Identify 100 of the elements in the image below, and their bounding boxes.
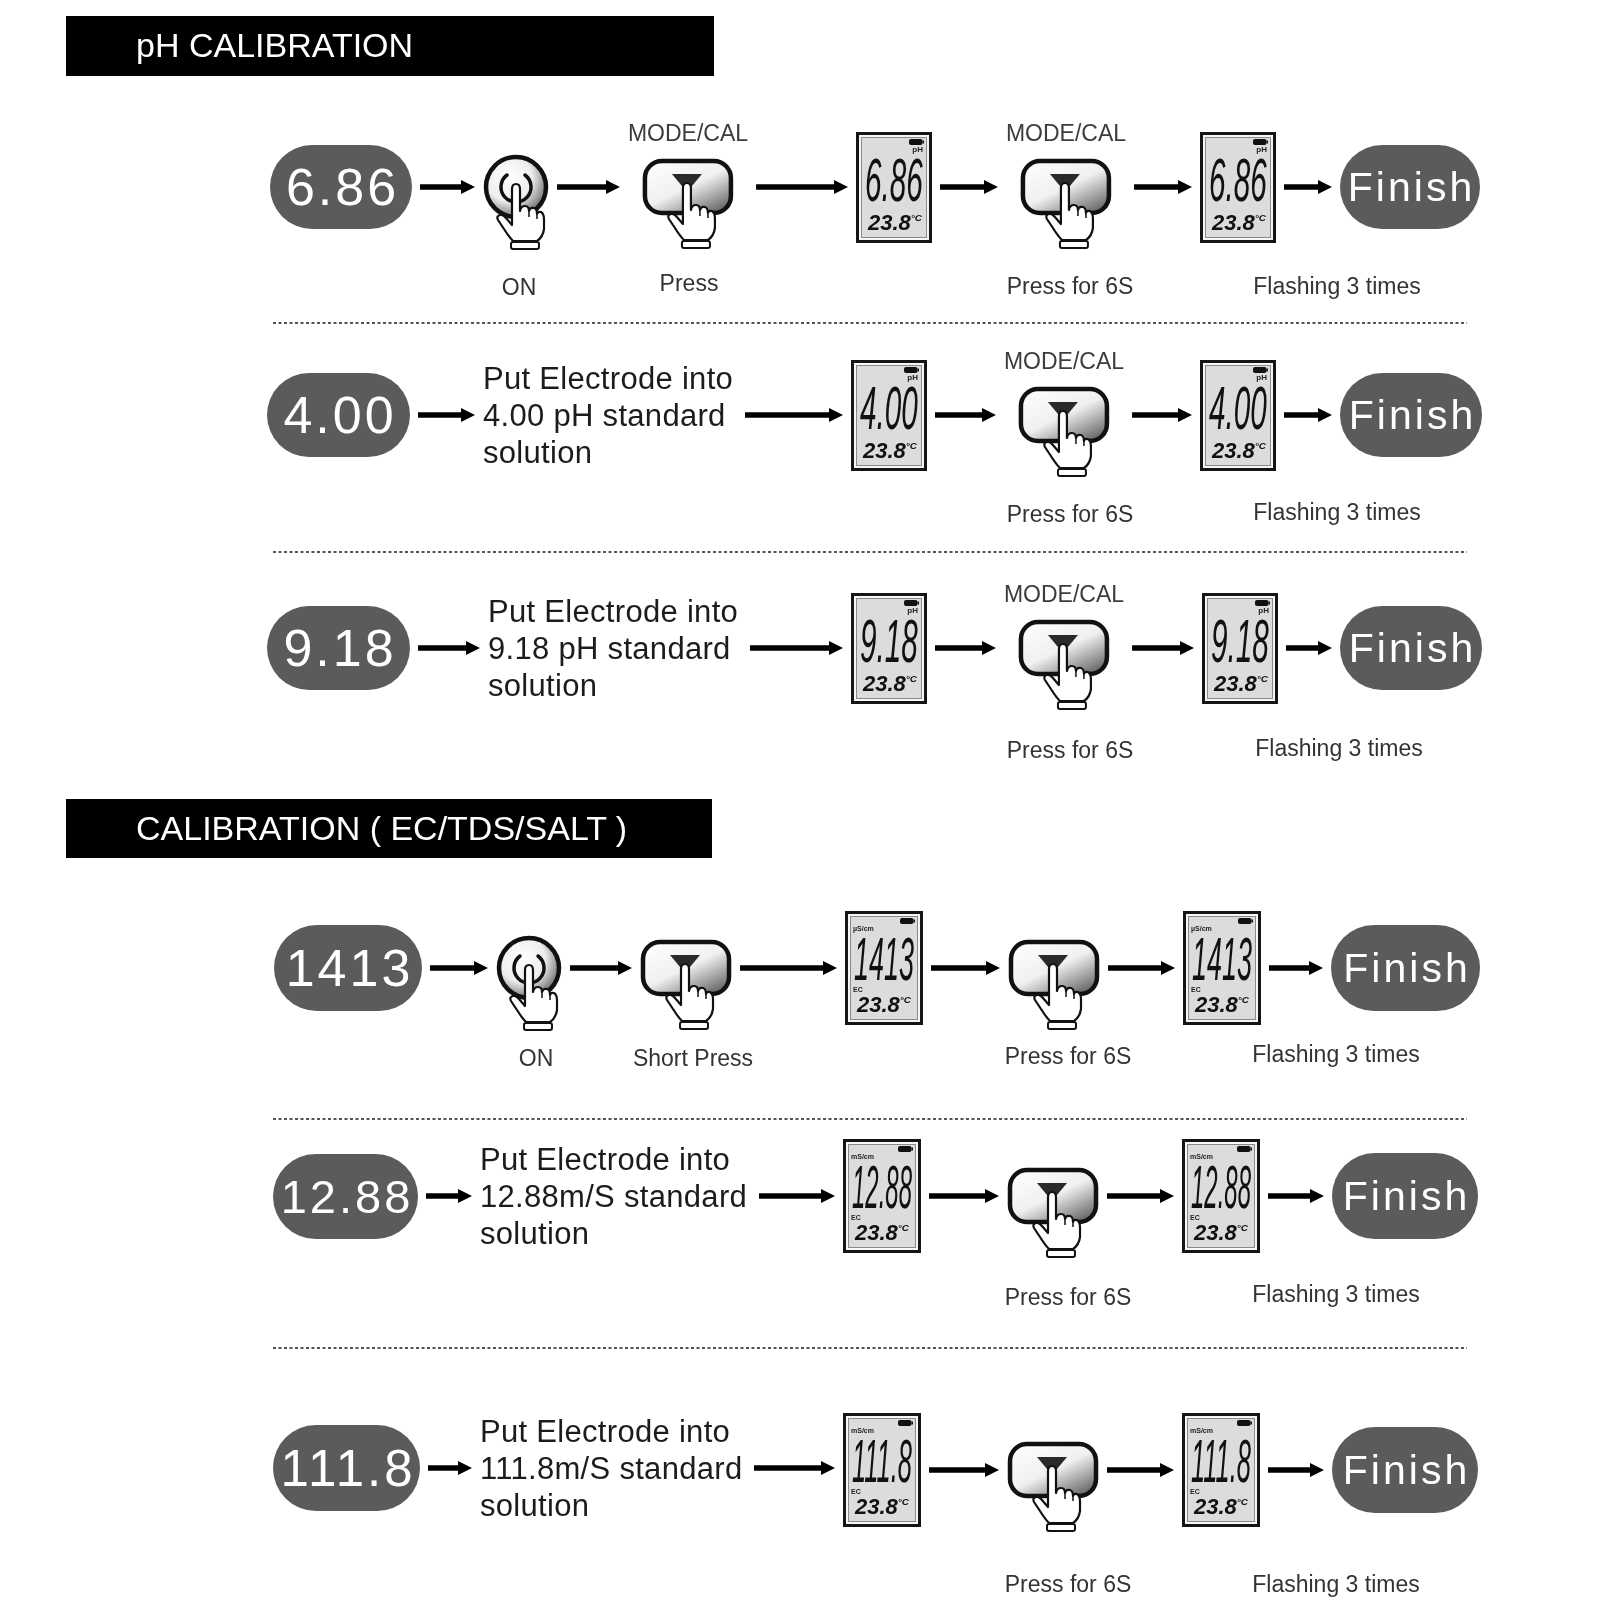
arrow (570, 961, 632, 975)
instruction-text: Put Electrode into 12.88m/S standard solution (480, 1140, 751, 1252)
arrow (1107, 1189, 1174, 1203)
pill-label: Finish (1341, 1175, 1471, 1217)
arrow (418, 641, 480, 655)
temperature-reading: 23.8$^{°C}$ (1194, 1222, 1248, 1244)
lcd-display (1182, 1413, 1260, 1527)
reading-digits: 1413 (1192, 934, 1252, 984)
arrow (1269, 961, 1323, 975)
button-label: MODE/CAL (1003, 581, 1125, 607)
arrow (557, 180, 620, 194)
lcd-display (851, 592, 927, 704)
arrow (1284, 180, 1332, 194)
temperature-reading: 23.8$^{°C}$ (1212, 211, 1266, 234)
arrow (1286, 641, 1332, 655)
arrow (740, 961, 837, 975)
lcd-display (851, 359, 927, 471)
arrow (750, 641, 843, 655)
reading-digits: 4.00 (1209, 382, 1267, 433)
lcd-display (1182, 1139, 1260, 1253)
pill-label: Finish (1341, 1449, 1471, 1491)
arrow (754, 1461, 835, 1475)
step-caption: Flashing 3 times (1255, 736, 1423, 761)
lcd-display (1200, 131, 1276, 243)
arrow (1108, 961, 1175, 975)
arrow (1284, 408, 1332, 422)
reading-digits: 6.86 (1209, 154, 1267, 205)
step-caption: Flashing 3 times (1252, 1042, 1420, 1067)
reading-digits: 111.8 (1191, 1436, 1251, 1486)
button-label: MODE/CAL (1003, 348, 1125, 374)
arrow (929, 1189, 999, 1203)
pill-label: Finish (1347, 627, 1477, 669)
lcd-display (856, 131, 932, 243)
temperature-reading: 23.8$^{°C}$ (1212, 439, 1266, 462)
step-caption: Press for 6S (1006, 274, 1134, 299)
unit-label: pH (907, 373, 918, 382)
step-caption: Press (659, 271, 719, 296)
pill-label: 1413 (284, 942, 414, 994)
arrow (1132, 641, 1194, 655)
button-label: MODE/CAL (1005, 120, 1127, 146)
arrow (1132, 408, 1192, 422)
temperature-reading: 23.8$^{°C}$ (1194, 1496, 1248, 1518)
arrow (756, 180, 848, 194)
arrow (931, 961, 1000, 975)
reading-digits: 4.00 (860, 382, 918, 433)
pill-label: 9.18 (282, 622, 397, 674)
arrow (418, 408, 475, 422)
unit-label: pH (912, 145, 923, 154)
arrow (745, 408, 843, 422)
reading-digits: 12.88 (1191, 1162, 1252, 1212)
step-caption: Flashing 3 times (1252, 1572, 1420, 1597)
reading-digits: 1413 (854, 934, 914, 984)
pill-label: 4.00 (282, 389, 397, 441)
instruction-text: Put Electrode into 111.8m/S standard solution (480, 1412, 746, 1524)
step-caption: ON (518, 1046, 554, 1071)
button-label: MODE/CAL (627, 120, 749, 146)
reading-digits: 12.88 (852, 1162, 913, 1212)
step-caption: Short Press (632, 1046, 754, 1071)
arrow (929, 1463, 999, 1477)
pill-label: 6.86 (284, 161, 400, 213)
temperature-reading: 23.8$^{°C}$ (857, 994, 911, 1016)
reading-digits: 6.86 (865, 154, 923, 205)
pill-label: Finish (1342, 947, 1471, 989)
pill-label: Finish (1347, 394, 1477, 436)
arrow (940, 180, 998, 194)
unit-label: pH (907, 606, 918, 615)
pill-label: Finish (1346, 166, 1476, 208)
lcd-display (845, 911, 923, 1025)
arrow (1134, 180, 1192, 194)
instruction-text: Put Electrode into 9.18 pH standard solution (488, 592, 742, 704)
unit-label: pH (1256, 145, 1267, 154)
reading-digits: 9.18 (1211, 615, 1269, 666)
lcd-display (1202, 592, 1278, 704)
section-title: pH CALIBRATION (136, 27, 414, 65)
arrow (935, 408, 996, 422)
arrow (1107, 1463, 1174, 1477)
section-header-band (66, 16, 714, 76)
arrow (935, 641, 996, 655)
unit-label: pH (1256, 373, 1267, 382)
step-caption: Flashing 3 times (1253, 500, 1421, 525)
lcd-display (843, 1413, 921, 1527)
section-title: CALIBRATION ( EC/TDS/SALT ) (136, 809, 628, 848)
step-caption: Flashing 3 times (1252, 1282, 1420, 1307)
step-caption: Press for 6S (1004, 1572, 1132, 1597)
reading-digits: 9.18 (860, 615, 918, 666)
instruction-text: Put Electrode into 4.00 pH standard solution (483, 359, 737, 471)
arrow (426, 1189, 472, 1203)
step-caption: Press for 6S (1006, 502, 1134, 527)
unit-label: pH (1258, 606, 1269, 615)
lcd-display (1183, 911, 1261, 1025)
arrow (428, 1461, 472, 1475)
temperature-reading: 23.8$^{°C}$ (1195, 994, 1249, 1016)
step-caption: Press for 6S (1004, 1285, 1132, 1310)
step-caption: Press for 6S (1006, 738, 1134, 763)
section-header-band (66, 799, 712, 858)
temperature-reading: 23.8$^{°C}$ (1214, 672, 1268, 695)
arrow (420, 180, 475, 194)
reading-digits: 111.8 (852, 1436, 912, 1486)
temperature-reading: 23.8$^{°C}$ (855, 1222, 909, 1244)
temperature-reading: 23.8$^{°C}$ (868, 211, 922, 234)
